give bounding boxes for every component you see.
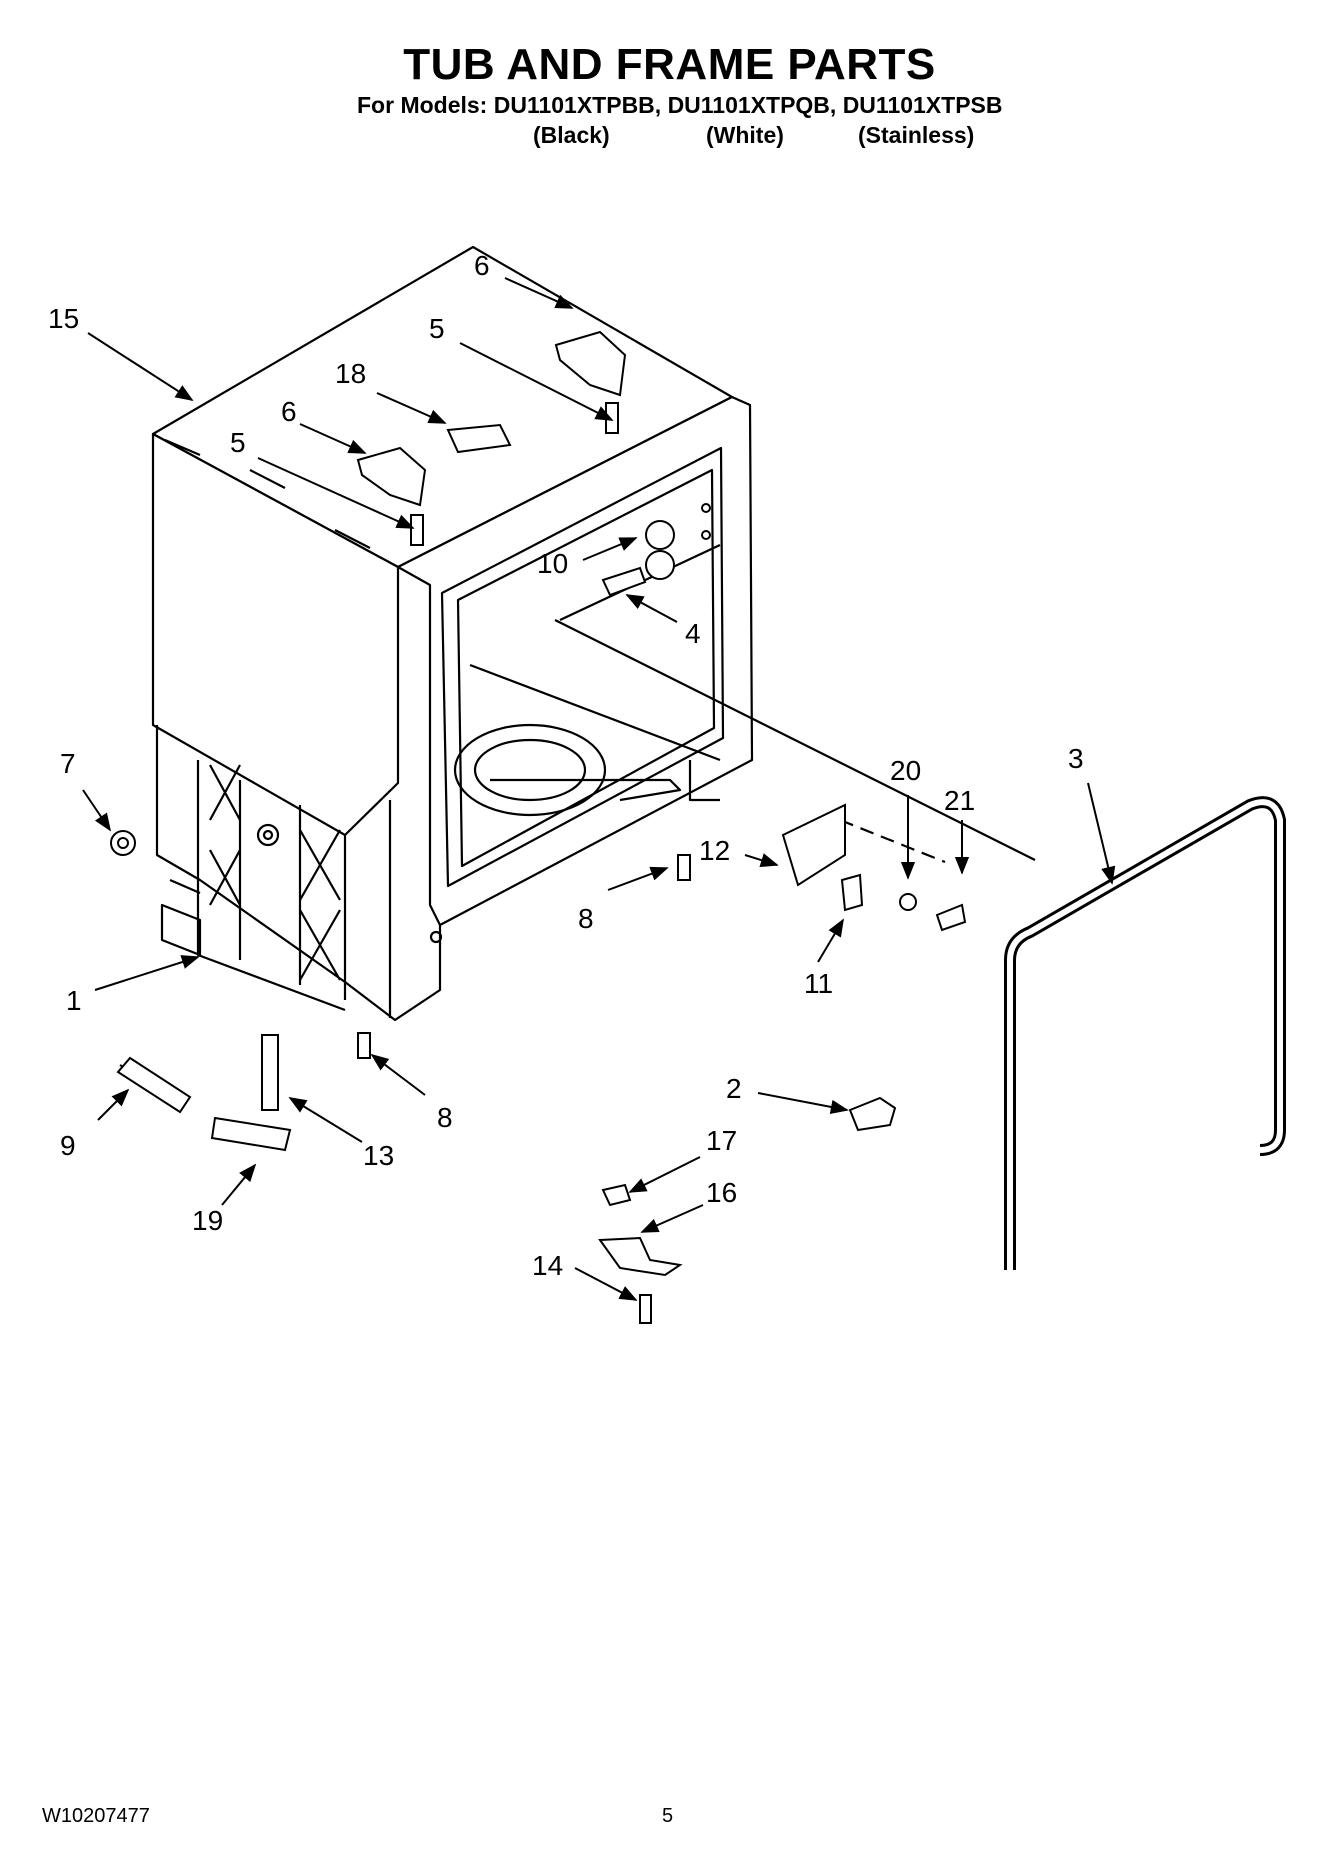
finish-black: (Black) — [533, 122, 610, 148]
callout-7: 7 — [60, 748, 76, 779]
document-number: W10207477 — [42, 1805, 150, 1827]
finish-white: (White) — [706, 122, 784, 148]
callout-17: 17 — [706, 1125, 738, 1156]
models-line: For Models: DU1101XTPBB, DU1101XTPQB, DU… — [357, 92, 1003, 118]
callout-6-top: 6 — [474, 250, 490, 281]
callout-8-bottom: 8 — [437, 1102, 453, 1133]
page-title: TUB AND FRAME PARTS — [403, 40, 936, 89]
callout-15: 15 — [48, 303, 80, 334]
callout-12: 12 — [699, 835, 731, 866]
callout-5-left: 5 — [230, 427, 246, 458]
callout-9: 9 — [60, 1130, 76, 1161]
door-seal — [1004, 796, 1286, 1270]
callout-4: 4 — [685, 618, 701, 649]
leader-arrows — [82, 277, 1116, 1301]
callout-2: 2 — [726, 1073, 742, 1104]
callout-14: 14 — [532, 1250, 564, 1281]
callout-21: 21 — [944, 785, 976, 816]
callout-10: 10 — [537, 548, 569, 579]
finish-stainless: (Stainless) — [858, 122, 975, 148]
small-parts — [110, 330, 967, 1324]
callout-5-top: 5 — [429, 313, 445, 344]
page-number: 5 — [662, 1805, 674, 1827]
callout-19: 19 — [192, 1205, 224, 1236]
callout-6-left: 6 — [281, 396, 297, 427]
callout-1: 1 — [66, 985, 82, 1016]
callout-3: 3 — [1068, 743, 1084, 774]
callout-8-right: 8 — [578, 903, 594, 934]
callout-13: 13 — [363, 1140, 395, 1171]
callout-20: 20 — [890, 755, 922, 786]
callout-18: 18 — [335, 358, 367, 389]
callout-11: 11 — [804, 968, 834, 999]
callout-16: 16 — [706, 1177, 738, 1208]
